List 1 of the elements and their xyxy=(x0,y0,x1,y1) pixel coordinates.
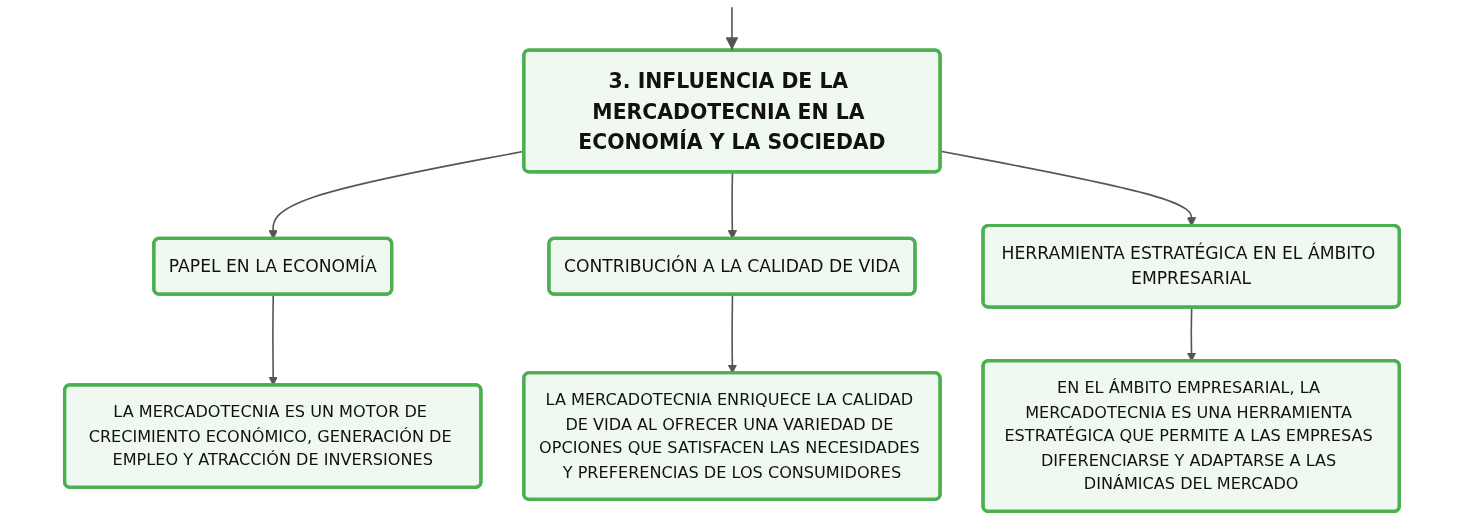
arrow xyxy=(725,5,739,51)
